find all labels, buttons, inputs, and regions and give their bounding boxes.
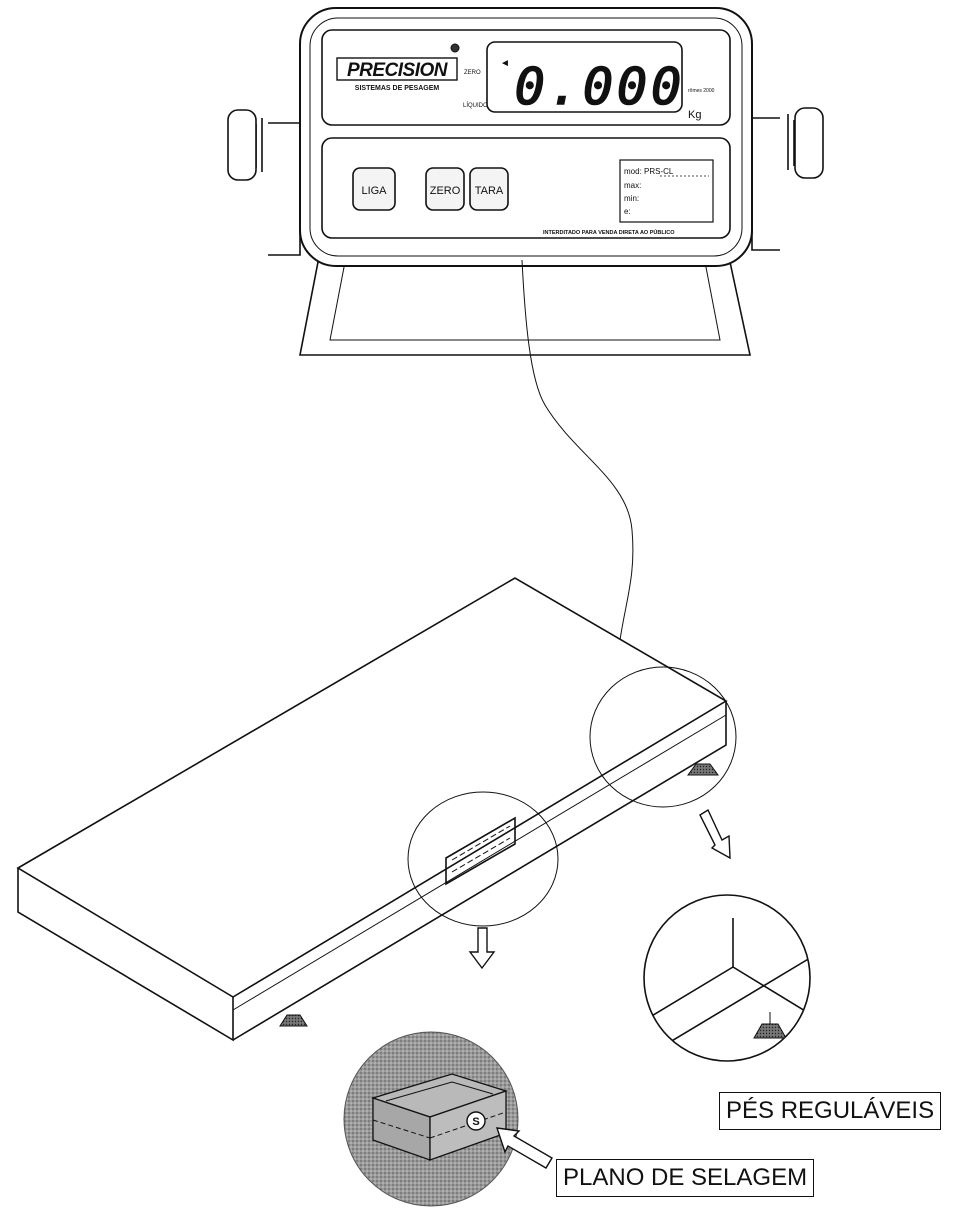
front-foot-icon — [279, 1014, 308, 1027]
tara-button[interactable]: TARA — [469, 167, 509, 211]
indicator-housing: PRECISION SISTEMAS DE PESAGEM ZERO LÍQUI… — [299, 7, 753, 267]
weighing-platform — [16, 577, 728, 1042]
back-foot-icon — [687, 763, 719, 776]
seal-zoom-circle — [407, 791, 559, 927]
connection-cable — [521, 259, 634, 641]
spec-plate: mod: PRS-CL max: min: e: — [619, 159, 714, 223]
svg-text:e:: e: — [624, 207, 631, 216]
svg-text:min:: min: — [624, 194, 639, 203]
brand-logo: PRECISION — [347, 60, 449, 81]
weight-readout: 0.000 — [515, 58, 686, 116]
unit-label: Kg — [688, 109, 701, 121]
sales-restriction-notice: INTERDITADO PARA VENDA DIRETA AO PÚBLICO — [543, 229, 675, 236]
seal-plane-callout-label: PLANO DE SELAGEM — [556, 1159, 815, 1197]
svg-text:TARA: TARA — [475, 185, 504, 197]
seal-detail: S — [343, 1031, 553, 1207]
feet-detail — [643, 894, 811, 1062]
svg-text:mod: PRS-CL: mod: PRS-CL — [624, 167, 674, 176]
zero-button[interactable]: ZERO — [425, 167, 465, 211]
arrow-down-icon — [468, 927, 496, 970]
liga-button[interactable]: LIGA — [352, 167, 396, 211]
seal-mark-icon — [466, 1111, 486, 1131]
seal-pointer-icon — [495, 1127, 553, 1169]
zero-arrow-icon: ◄ — [500, 58, 510, 69]
power-led — [450, 43, 460, 53]
zero-indicator-label: ZERO — [464, 70, 481, 76]
right-knob — [794, 107, 824, 179]
svg-text:ZERO: ZERO — [430, 185, 461, 197]
left-knob — [227, 109, 257, 181]
small-note: rômes 2000 — [688, 88, 715, 94]
liquido-indicator-label: LÍQUIDO — [463, 102, 488, 109]
arrow-down-right-icon — [699, 808, 731, 860]
feet-callout-label: PÉS REGULÁVEIS — [719, 1092, 942, 1130]
svg-text:max:: max: — [624, 181, 641, 190]
svg-text:S: S — [472, 1116, 479, 1128]
svg-text:LIGA: LIGA — [361, 185, 387, 197]
feet-zoom-circle — [589, 666, 737, 808]
brand-subtitle: SISTEMAS DE PESAGEM — [355, 85, 440, 92]
weight-display — [486, 41, 683, 113]
